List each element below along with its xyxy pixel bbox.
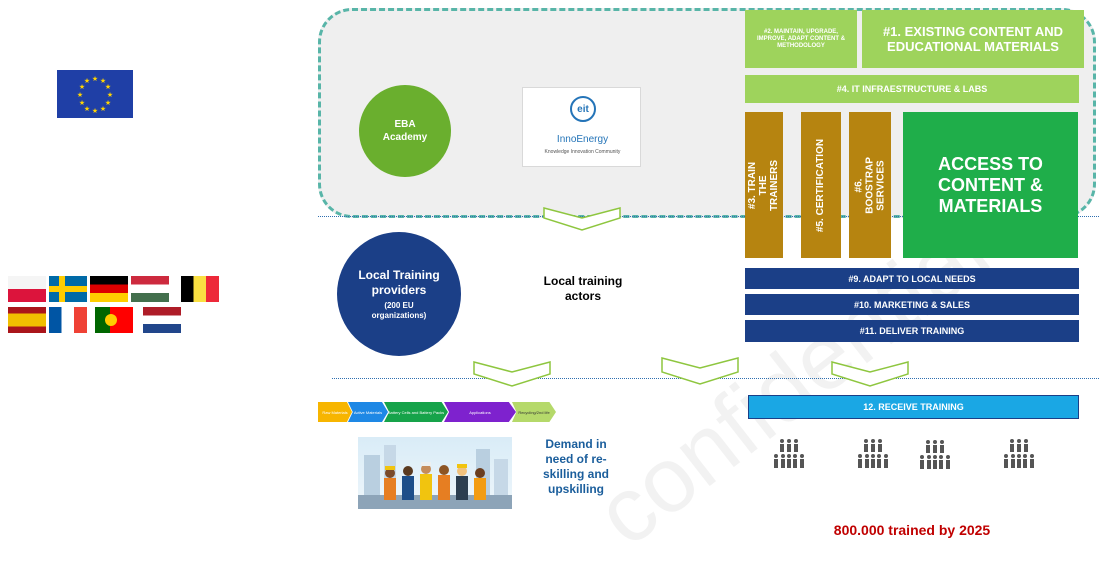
chain-applications: Applications [444,402,516,422]
eu-flag: ★ ★ ★ ★ ★ ★ ★ ★ ★ ★ ★ ★ [57,70,133,118]
flag-netherlands [143,307,181,333]
flag-sweden [49,276,87,302]
box-it-infrastructure: #4. IT INFRAESTRUCTURE & LABS [745,75,1079,103]
box-bootstrap-services: #6. BOOSTRAP SERVICES [849,112,891,258]
box-maintain-upgrade: #2. MAINTAIN, UPGRADE, IMPROVE, ADAPT CO… [745,10,857,68]
local-training-providers-circle: Local Training providers (200 EU organiz… [337,232,461,356]
svg-text:★: ★ [107,91,113,99]
box-train-the-trainers: #3. TRAIN THE TRAINERS [745,112,783,258]
down-chevron-icon [543,207,621,231]
flag-spain [8,307,46,333]
eba-academy-circle: EBA Academy [359,85,451,177]
eba-academy-label: EBA Academy [382,119,428,143]
box-certification: #5. CERTIFICATION [801,112,841,258]
box-receive-training: 12. RECEIVE TRAINING [748,395,1079,419]
flag-germany [90,276,128,302]
chain-raw-materials: Raw Materials [318,402,352,422]
svg-text:★: ★ [77,91,83,99]
providers-subtitle: (200 EU organizations) [371,300,427,320]
chain-active-materials: Active Materials [348,402,388,422]
innoenergy-logo: eit InnoEnergy Knowledge Innovation Comm… [522,87,641,167]
eit-logo-icon: eit [570,96,596,122]
flag-poland [8,276,46,302]
svg-text:★: ★ [84,77,90,85]
down-chevron-icon [831,361,909,387]
box-adapt-local-needs: #9. ADAPT TO LOCAL NEEDS [745,268,1079,289]
svg-text:★: ★ [92,75,98,83]
flag-belgium [181,276,219,302]
demand-label: Demand in need of re-skilling and upskil… [542,437,609,496]
battery-value-chain: Raw Materials Active Materials Battery C… [318,402,564,422]
providers-title: Local Training providers [358,267,440,297]
box-access-content: ACCESS TO CONTENT & MATERIALS [903,112,1078,258]
local-training-actors-label: Local training actors [543,274,623,303]
people-group-icon [774,439,804,468]
people-group-icon [858,439,888,468]
down-chevron-icon [473,361,551,387]
chain-recycling: Recycling/2nd life [512,402,556,422]
flag-france [49,307,87,333]
svg-text:★: ★ [105,99,111,107]
chain-battery-cells: Battery Cells and Battery Packs [384,402,448,422]
down-chevron-icon [661,357,739,385]
flag-portugal [95,307,133,333]
svg-text:★: ★ [79,83,85,91]
flag-hungary [131,276,169,302]
svg-text:★: ★ [79,99,85,107]
box-deliver-training: #11. DELIVER TRAINING [745,320,1079,342]
svg-text:★: ★ [92,107,98,115]
svg-text:★: ★ [84,105,90,113]
innoenergy-tagline: Knowledge Innovation Community [544,149,621,155]
box-existing-content: #1. EXISTING CONTENT AND EDUCATIONAL MAT… [862,10,1084,68]
divider-line [318,216,1099,217]
svg-text:★: ★ [100,105,106,113]
workers-illustration [358,437,512,509]
svg-text:★: ★ [100,77,106,85]
box-marketing-sales: #10. MARKETING & SALES [745,294,1079,315]
svg-text:★: ★ [105,83,111,91]
people-group-icon [1004,439,1034,468]
trained-target-label: 800.000 trained by 2025 [833,522,991,538]
innoenergy-name: InnoEnergy [556,134,609,145]
people-group-icon [920,440,950,469]
